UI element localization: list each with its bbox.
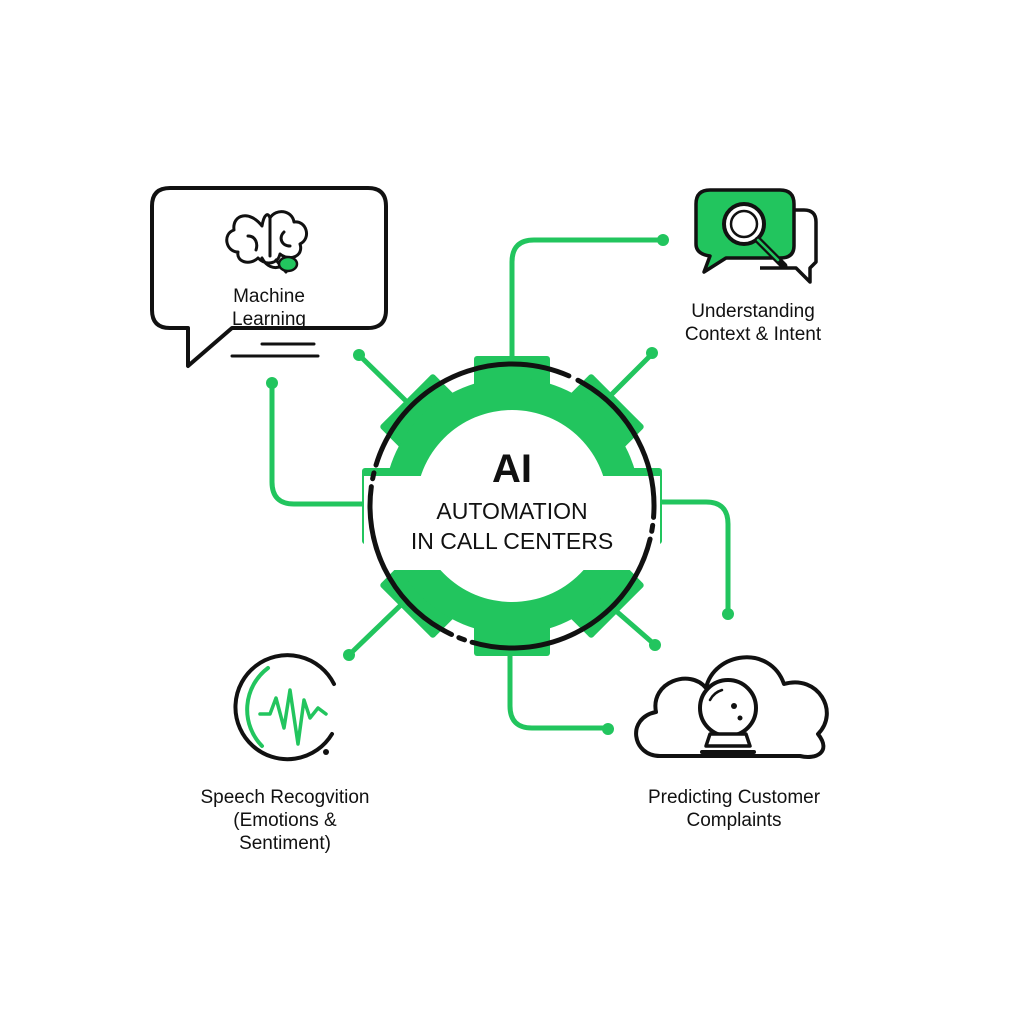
label-speech: Speech Recogvition (Emotions & Sentiment… [180, 786, 390, 855]
center-gear [362, 356, 662, 656]
connector-dot [602, 723, 614, 735]
label-line: Machine [233, 286, 305, 307]
center-subtitle: AUTOMATION IN CALL CENTERS [362, 496, 662, 556]
label-line: Predicting Customer [647, 787, 821, 808]
connector-dot [722, 608, 734, 620]
center-subtitle-line: IN CALL CENTERS [410, 528, 614, 554]
connector-dot [343, 649, 355, 661]
label-understanding: Understanding Context & Intent [663, 300, 843, 346]
speech-bubble-shape [150, 186, 388, 368]
node-understanding [694, 188, 818, 284]
node-predicting [634, 655, 829, 759]
label-line: Understanding [691, 301, 815, 322]
center-title: AI [492, 447, 532, 491]
connector-speech-diagonal [347, 599, 407, 657]
label-line: Sentiment) [239, 833, 331, 854]
label-line: Context & Intent [684, 324, 822, 345]
connector-dots [266, 234, 734, 735]
label-line: Complaints [686, 810, 782, 831]
label-line: Learning [232, 309, 306, 330]
connector-understanding-elbow [509, 237, 665, 375]
connector-dot [266, 377, 278, 389]
connector-predict-elbow [507, 637, 611, 731]
label-predicting: Predicting Customer Complaints [624, 786, 844, 832]
connector-dot [649, 639, 661, 651]
waveform-icon [233, 653, 336, 762]
magnifier-chat-icon [694, 188, 818, 284]
connector-dot [657, 234, 669, 246]
connector-dot [353, 349, 365, 361]
connector-ml-elbow [269, 381, 369, 507]
connector-dot [646, 347, 658, 359]
connector-ml-diagonal [357, 353, 408, 403]
gear-text-band [364, 476, 660, 570]
label-line: (Emotions & [233, 810, 337, 831]
center-subtitle-line: AUTOMATION [436, 498, 588, 524]
label-line: Speech Recogvition [200, 787, 370, 808]
brain-icon [277, 255, 299, 273]
crystal-ball-cloud-icon [634, 655, 829, 759]
brain-icon [225, 210, 309, 274]
label-machine-learning: Machine Learning [189, 285, 349, 331]
connector-right-elbow [649, 499, 731, 617]
node-machine-learning [150, 186, 388, 368]
node-speech [233, 653, 336, 762]
gear-outer-ring [367, 361, 657, 651]
connector-understanding-diagonal [607, 351, 655, 399]
